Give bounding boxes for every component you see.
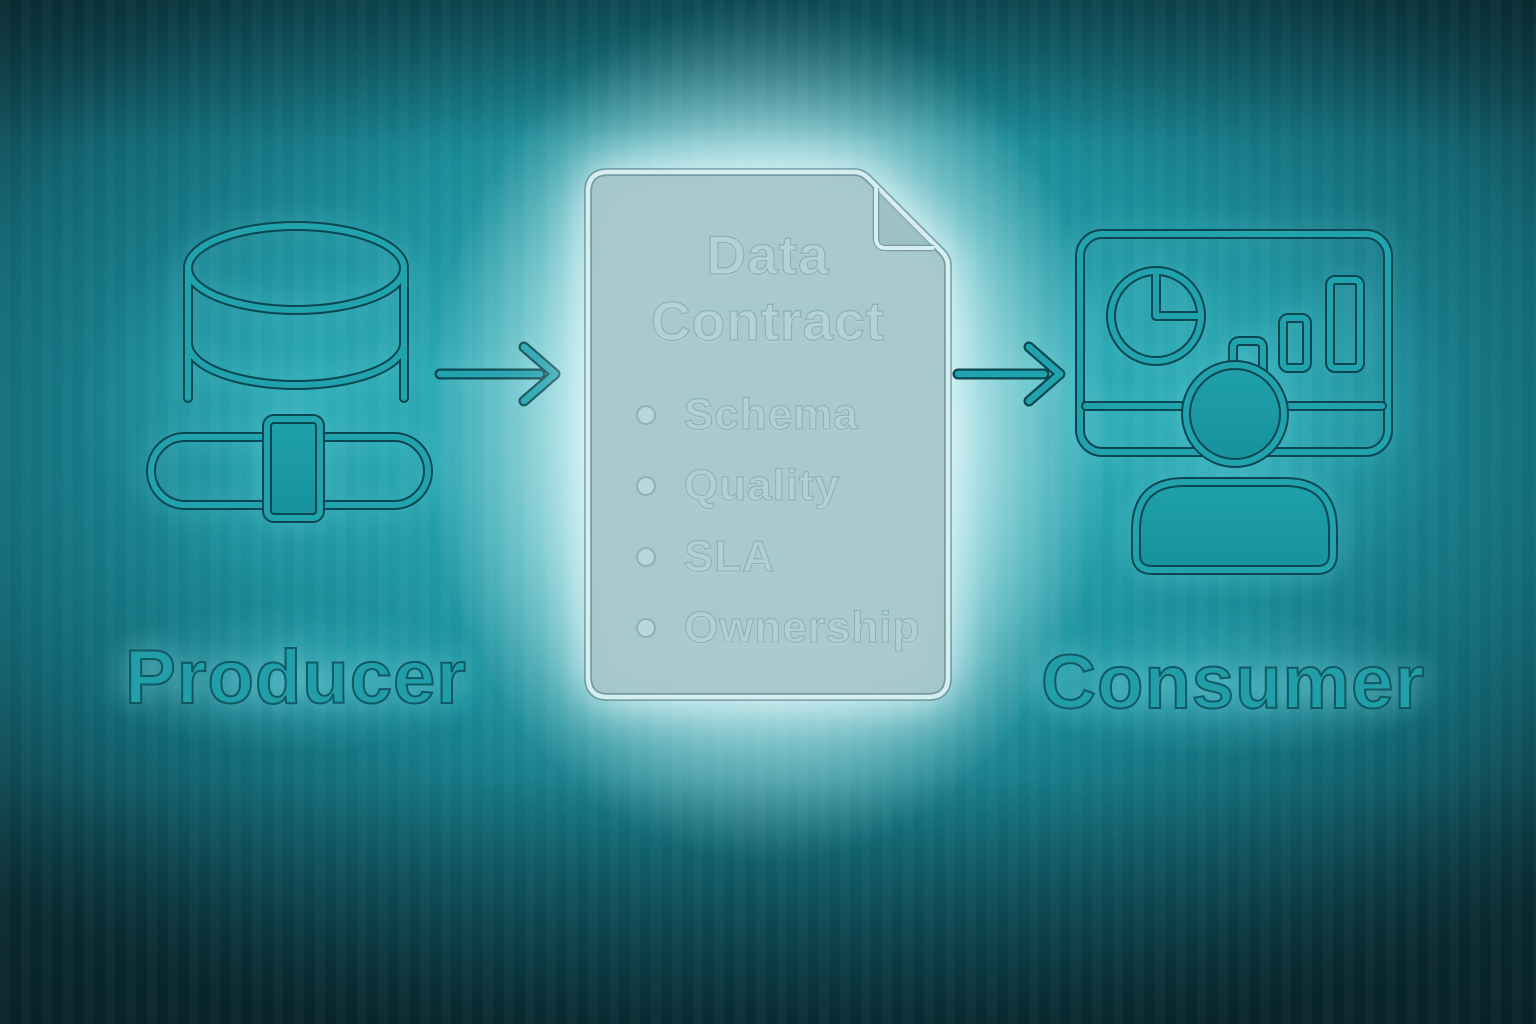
bullet-icon	[636, 546, 656, 567]
folded-corner-icon	[872, 188, 934, 252]
database-pipeline-icon	[146, 221, 433, 523]
user-icon	[1131, 360, 1338, 575]
list-item-label: Quality	[683, 460, 841, 510]
list-item-label: Schema	[683, 389, 859, 439]
pie-chart-icon	[1106, 266, 1206, 366]
dashboard-user-icon	[1075, 229, 1393, 575]
bullet-icon	[636, 404, 656, 425]
arrow-right-icon-1	[434, 341, 561, 407]
list-item-label: SLA	[683, 531, 775, 581]
list-item: Schema	[636, 379, 920, 450]
list-item-label: Ownership	[683, 602, 921, 652]
consumer-label: Consumer	[1040, 640, 1425, 725]
bar-chart-icon	[1228, 275, 1365, 375]
producer-label: Producer	[124, 635, 467, 720]
list-item: Ownership	[636, 592, 920, 663]
arrow-right-icon-2	[952, 341, 1066, 407]
bullet-icon	[636, 475, 656, 496]
bullet-icon	[636, 617, 656, 638]
list-item: SLA	[636, 521, 920, 592]
data-contract-title: Data Contract	[650, 223, 886, 352]
data-contract-item-list: Schema Quality SLA Ownership	[636, 379, 920, 663]
list-item: Quality	[636, 450, 920, 521]
document-folded-corner-icon	[584, 168, 952, 701]
